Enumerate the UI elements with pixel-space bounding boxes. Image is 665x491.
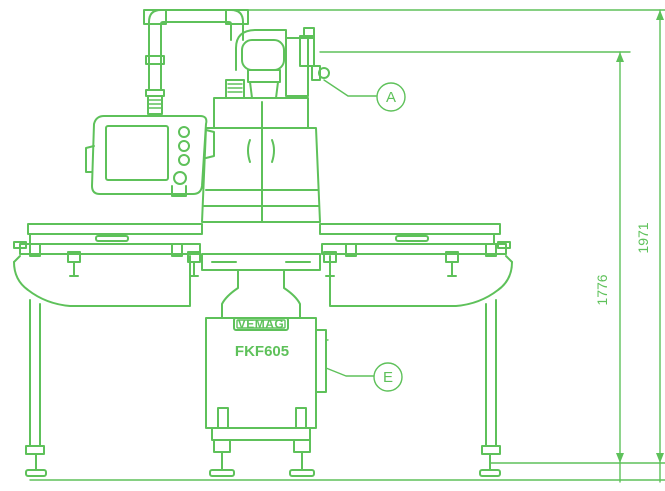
overhead-pipe: [143, 9, 249, 115]
callout-e-leader: [325, 367, 375, 377]
arrow-head-1776-bottom: [616, 453, 624, 463]
valve-head-assembly: [225, 27, 330, 99]
control-panel: [85, 115, 215, 197]
dimension-lines: [29, 9, 665, 483]
model-label: FKF605: [235, 343, 289, 360]
upper-housing: [201, 97, 321, 223]
callout-e-label: E: [383, 369, 393, 386]
callout-a-label: A: [386, 89, 396, 106]
callout-a-leader: [323, 79, 377, 97]
table-tray: [13, 223, 513, 307]
central-column: [201, 253, 329, 429]
arrow-head-1776-top: [616, 52, 624, 62]
brand-logo-plate: [233, 317, 289, 331]
arrow-head-1971-bottom: [656, 453, 664, 463]
brand-logo: VEMAG: [238, 317, 285, 331]
callout-e: E: [325, 362, 403, 392]
dimension-label-1971: 1971: [635, 222, 651, 253]
dimension-label-1776: 1776: [594, 274, 610, 305]
callout-a-circle: [376, 82, 406, 112]
callout-e-circle: [373, 362, 403, 392]
arrow-head-1971-top: [656, 10, 664, 20]
base-and-feet: [25, 299, 501, 477]
callout-a: A: [323, 79, 406, 112]
